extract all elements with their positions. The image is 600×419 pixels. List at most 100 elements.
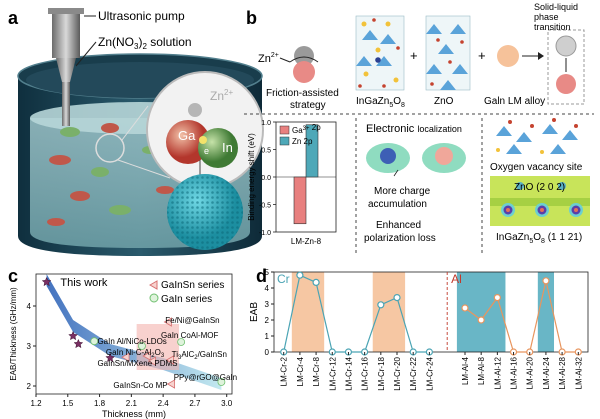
- scatter-ylabel: EAB/Thickness (GHz/mm): [9, 287, 18, 381]
- bar-ga: [293, 176, 307, 225]
- annotation-ldo: GaIn Al/NiCo-LDOs: [97, 337, 166, 346]
- strategy-line2: strategy: [290, 100, 326, 111]
- panel-d-letter: d: [256, 266, 267, 286]
- galn-point: [177, 338, 186, 346]
- al-series-point: [493, 293, 501, 302]
- line-xtick-label: LM-Cr-18: [377, 356, 386, 390]
- ingazn-label: InGaZn5O8: [356, 96, 405, 109]
- line-xtick-label: LM-Cr-24: [425, 356, 434, 390]
- enhanced-2: polarization loss: [364, 233, 436, 244]
- bar-xlabel: LM-Zn-8: [291, 237, 322, 246]
- galn-label: Galn LM alloy: [484, 96, 545, 107]
- phase-line1: Solid-liquid: [534, 2, 578, 12]
- more-charge-1: More charge: [374, 186, 431, 197]
- galn-alloy-sphere: [497, 45, 519, 67]
- bar-ytick-label: 0.0: [261, 175, 271, 182]
- bar-zn: [305, 124, 319, 178]
- line-xtick-label: LM-Cr-16: [361, 356, 370, 390]
- annotation-fe-ni: Fe/Ni@GaInSn: [165, 316, 219, 325]
- legend-galnsn: GaInSn series: [161, 280, 224, 291]
- line-ylabel: EAB: [249, 302, 260, 322]
- line-xtick-label: LM-Cr-22: [409, 356, 418, 390]
- cr-series-point: [377, 301, 385, 309]
- line-xtick-label: LM-Cr-8: [312, 356, 321, 386]
- line-xtick-label: LM-Al-24: [542, 356, 551, 389]
- cr-series-line: [283, 274, 430, 353]
- galnsn-point: [121, 352, 130, 362]
- cr-series-point: [393, 293, 401, 302]
- phase-box: [547, 29, 585, 105]
- ingazn-crystal-icon: [355, 15, 405, 91]
- line-xtick-label: LM-Cr-20: [393, 356, 402, 390]
- trend-band: [46, 274, 222, 390]
- scatter-xtick-label: 2.4: [158, 399, 170, 408]
- line-ytick-label: 5: [265, 268, 270, 277]
- zno-plane-label: ZnO (2 0 2): [514, 182, 565, 193]
- legend-galn-swatch: [149, 293, 159, 303]
- zno-crystal-icon: [425, 15, 471, 91]
- cr-series-point: [312, 278, 320, 286]
- annotation-ti3alc2: Ti3AlC2/GaInSn: [172, 350, 227, 361]
- scatter-xtick-label: 2.1: [126, 399, 138, 408]
- annotation-co-mp: GaInSn-Co MP: [113, 381, 167, 390]
- zn-ion-b: Zn2+: [258, 52, 279, 65]
- ingazn-plane-label: InGaZn5O8 (1 1 21): [496, 232, 582, 245]
- this-work-label: This work: [60, 277, 108, 289]
- zno-label: ZnO: [434, 96, 454, 107]
- line-ytick-label: 4: [265, 284, 270, 293]
- bar-legend-label: Ga3+ 2p: [292, 123, 321, 135]
- line-xtick-label: LM-Cr-4: [296, 356, 305, 386]
- al-series-label: Al: [451, 272, 462, 286]
- bar-ytick-label: 1.0: [261, 120, 271, 127]
- in-droplet: [198, 128, 238, 168]
- al-series-line: [464, 280, 579, 353]
- vacancy-sites: [501, 182, 583, 217]
- annotation-coal-mof: GaIn CoAl-MOF: [161, 331, 218, 340]
- enhanced-1: Enhanced: [376, 220, 421, 231]
- solution-label: Zn(NO3)2 solution: [98, 35, 192, 51]
- galn-point: [138, 342, 146, 350]
- highlight-band: [456, 272, 506, 352]
- bar-ylabel: Binding energy shift (eV): [247, 133, 256, 221]
- panel-c-letter: c: [8, 266, 18, 286]
- scatter-ytick-label: 2: [27, 382, 32, 391]
- bar-legend-swatch: [279, 125, 290, 135]
- galnsn-point: [163, 317, 172, 327]
- legend-galnsn-swatch: [148, 280, 158, 290]
- legend-galn: GaIn series: [161, 294, 212, 305]
- electronic-title: Electronic localization: [366, 123, 462, 135]
- this-work-point: [73, 338, 84, 349]
- panel-a-letter: a: [8, 8, 19, 28]
- highlight-band: [291, 272, 325, 352]
- bar-legend-swatch: [279, 136, 290, 146]
- line-ytick-label: 1: [265, 332, 270, 341]
- pump-nozzle: [62, 82, 70, 126]
- ga-label: Ga: [178, 128, 196, 143]
- al-series-point: [477, 316, 485, 324]
- galnsn-point: [165, 355, 174, 365]
- phase-line2: phase: [534, 12, 559, 22]
- line-xtick-label: LM-Al-20: [526, 356, 535, 389]
- bar-ytick-label: -1.0: [259, 230, 271, 237]
- line-xtick-label: LM-Al-12: [493, 356, 502, 389]
- al-series-point: [461, 304, 469, 312]
- annotation-ni-c: GaIn Ni-C-Al2O3: [106, 348, 165, 359]
- zn-ion-label: Zn2+: [210, 88, 233, 103]
- galnsn-point: [142, 351, 151, 361]
- highlight-band: [372, 272, 406, 352]
- in-label: In: [222, 140, 233, 155]
- annotation-mxene: GaInSn/MXene PDMS: [97, 359, 177, 368]
- cr-series-label: Cr: [277, 272, 290, 286]
- panel-a-illustration: a Ultrasonic pump Zn(NO3)2 solution Ga I…: [8, 8, 264, 256]
- line-xtick-label: LM-Al-4: [461, 356, 470, 385]
- zn-atom: [294, 46, 314, 66]
- plus-2: +: [478, 48, 486, 63]
- bar-ytick-label: 0.5: [261, 148, 271, 155]
- highlight-band: [537, 272, 555, 352]
- plus-1: +: [410, 48, 418, 63]
- line-xtick-label: LM-Al-32: [574, 356, 583, 389]
- more-charge-2: accumulation: [368, 199, 427, 210]
- line-ytick-label: 0: [265, 348, 270, 357]
- galnsn-point: [147, 356, 156, 366]
